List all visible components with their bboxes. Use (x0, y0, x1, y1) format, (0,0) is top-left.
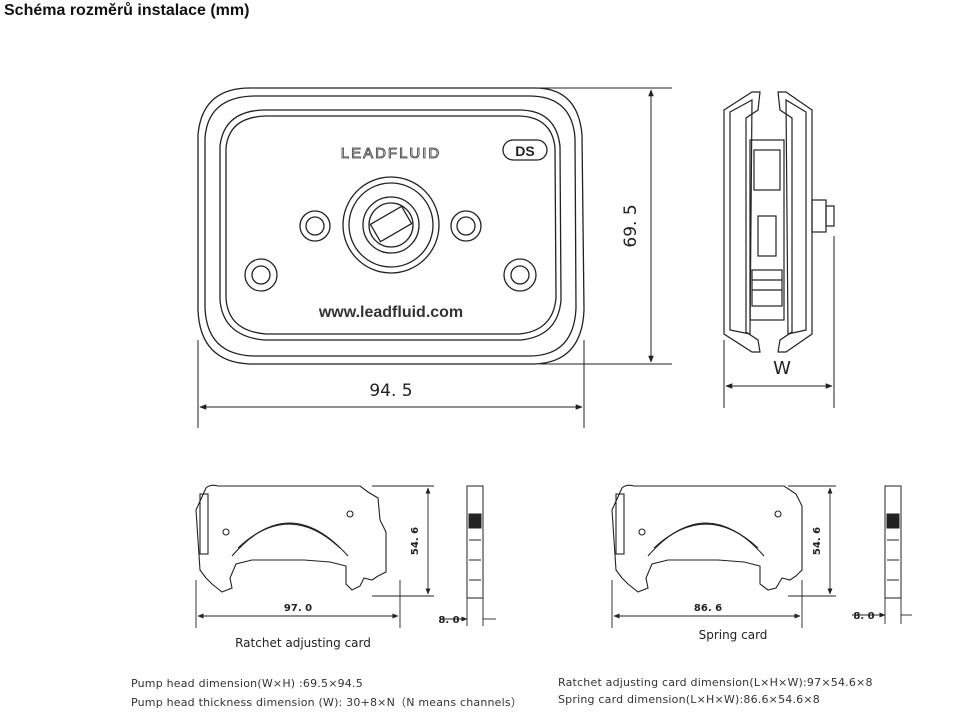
ratchet-card-height-dimension (372, 485, 434, 597)
height-dimension (430, 87, 672, 365)
ratchet-card-height-label: 54. 6 (410, 527, 421, 555)
pump-head-thickness-note: Pump head thickness dimension (W): 30+8×… (131, 696, 523, 709)
spring-card-length-label: 86. 6 (694, 603, 722, 614)
spring-card-width-dimension (852, 598, 912, 624)
ratchet-card-front-view (195, 484, 387, 593)
ratchet-card-width-dimension (440, 598, 496, 626)
spring-card-side-view (884, 485, 902, 599)
pump-head-side-view (723, 91, 835, 353)
page-title: Schéma rozměrů instalace (mm) (4, 2, 250, 19)
height-dimension-label: 69. 5 (621, 204, 641, 247)
model-badge: DS (515, 143, 534, 159)
ratchet-card-width-label: 8. 0 (438, 615, 459, 626)
website-text: www.leadfluid.com (318, 304, 463, 321)
spring-card-caption: Spring card (699, 628, 768, 642)
spring-card-height-dimension (788, 485, 836, 597)
pump-head-front-view (197, 87, 585, 365)
spring-card-front-view (611, 484, 803, 593)
thickness-dimension (723, 236, 835, 408)
spring-card-length-dimension (611, 580, 803, 628)
thickness-dimension-label: W (773, 358, 791, 379)
width-dimension-label: 94. 5 (369, 381, 412, 401)
ratchet-card-dimension-note: Ratchet adjusting card dimension(L×H×W):… (558, 676, 873, 689)
spring-card-width-label: 8. 0 (853, 611, 874, 622)
spring-card-dimension-note: Spring card dimension(L×H×W):86.6×54.6×8 (558, 693, 820, 706)
ratchet-card-length-dimension (195, 580, 401, 628)
width-dimension (197, 340, 585, 428)
brand-logo-text: LEADFLUID (341, 145, 442, 162)
ratchet-card-length-label: 97. 0 (284, 603, 312, 614)
ratchet-card-side-view (466, 485, 484, 599)
pump-head-dimension-note: Pump head dimension(W×H) :69.5×94.5 (131, 677, 363, 690)
spring-card-height-label: 54. 6 (812, 527, 823, 555)
ratchet-card-caption: Ratchet adjusting card (235, 636, 371, 650)
